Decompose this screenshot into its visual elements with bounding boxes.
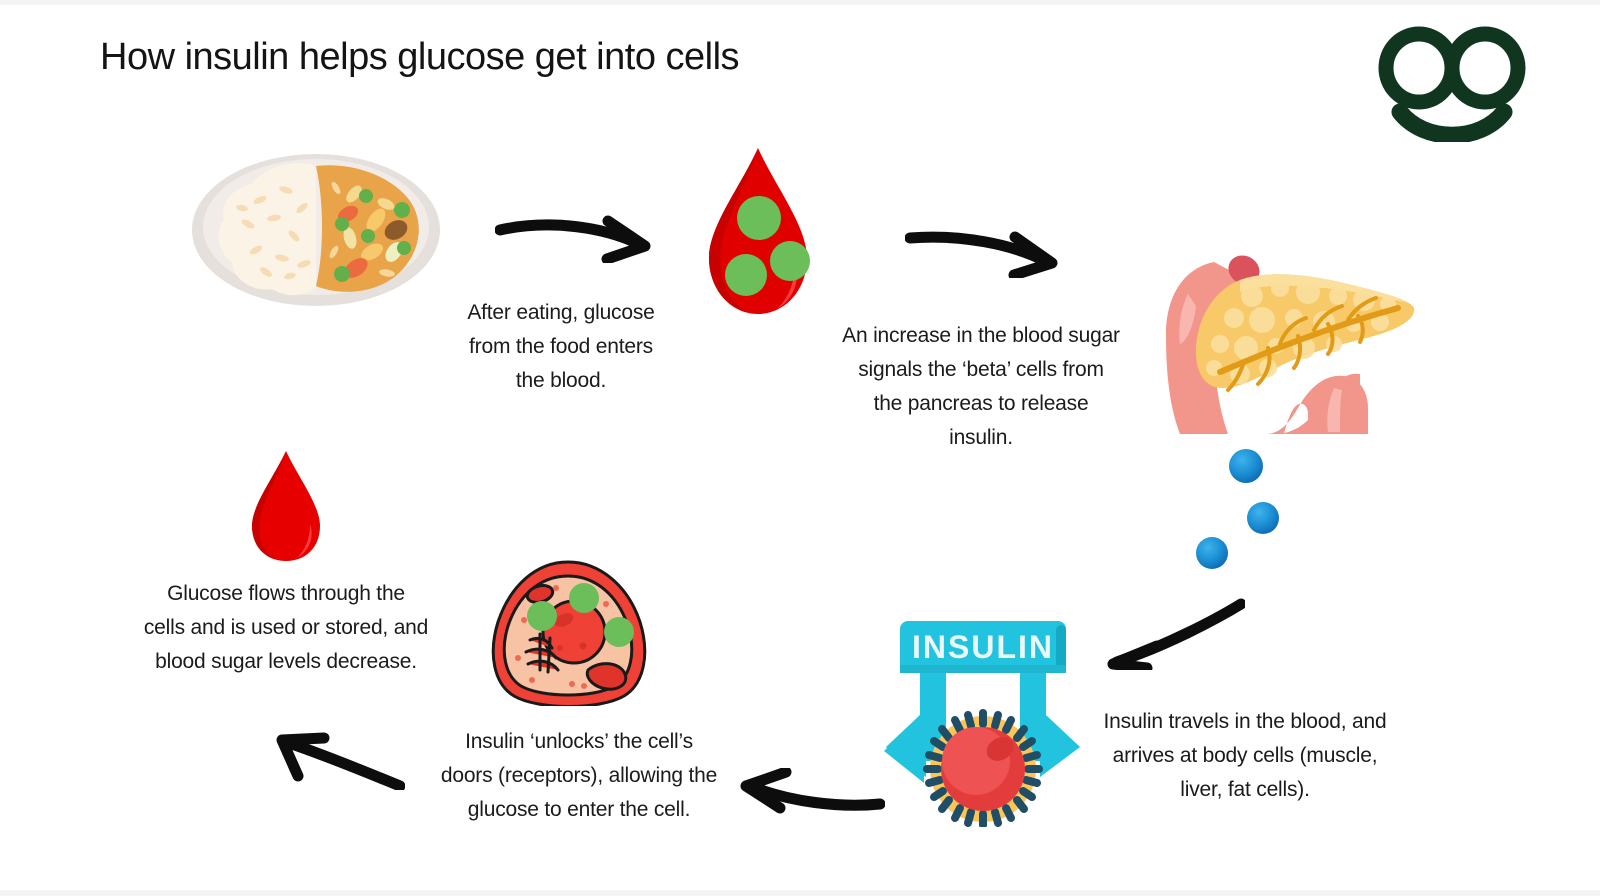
caption-line: doors (receptors), allowing the (440, 764, 718, 787)
arrow-pancreas-to-cell-icon (1105, 598, 1245, 670)
caption-step-4: Insulin travels in the blood, and arrive… (1095, 705, 1395, 807)
insulin-molecule (1196, 537, 1228, 569)
bottom-edge-strip (0, 890, 1600, 896)
caption-step-1: After eating, glucose from the food ente… (450, 296, 672, 398)
caption-line: glucose to enter the cell. (467, 798, 691, 821)
blood-drop-plain-illustration (248, 448, 324, 564)
glucose-molecule (770, 241, 810, 281)
pancreas-illustration (1148, 248, 1416, 438)
insulin-molecules-illustration (1193, 448, 1283, 570)
caption-step-6: Glucose flows through the cells and is u… (132, 577, 440, 679)
caption-line: Insulin travels in the blood, and (1103, 710, 1387, 733)
glucose-molecule (569, 583, 599, 613)
caption-step-2: An increase in the blood sugar signals t… (832, 319, 1130, 455)
smiley-face-logo (1378, 26, 1526, 142)
caption-line: insulin. (949, 426, 1013, 449)
caption-step-5: Insulin ‘unlocks’ the cell’s doors (rece… (428, 725, 730, 827)
caption-line: liver, fat cells). (1180, 778, 1310, 801)
caption-line: Glucose flows through the (167, 582, 405, 605)
caption-line: An increase in the blood sugar (842, 324, 1120, 347)
page-title: How insulin helps glucose get into cells (100, 36, 740, 78)
caption-line: the pancreas to release (873, 392, 1089, 415)
glucose-molecule (527, 601, 557, 631)
glucose-molecule (725, 254, 767, 296)
arrow-cell-to-bloodstream-icon (270, 706, 405, 790)
top-edge-strip (0, 0, 1600, 5)
insulin-key-and-receptor-cell-illustration: INSULIN (878, 611, 1088, 827)
caption-line: After eating, glucose (467, 301, 655, 324)
caption-line: blood sugar levels decrease. (155, 650, 417, 673)
caption-line: arrives at body cells (muscle, (1112, 744, 1378, 767)
blood-drop-with-glucose-illustration (703, 144, 813, 318)
caption-line: signals the ‘beta’ cells from (858, 358, 1104, 381)
glucose-molecule (604, 617, 634, 647)
insulin-molecule (1247, 502, 1279, 534)
caption-line: from the food enters (469, 335, 653, 358)
caption-line: Insulin ‘unlocks’ the cell’s (465, 730, 693, 753)
arrow-food-to-blood-icon (495, 205, 655, 263)
arrow-blood-to-pancreas-icon (905, 220, 1060, 278)
glucose-molecule (737, 196, 781, 240)
insulin-banner-label: INSULIN (912, 629, 1054, 665)
arrow-insulin-to-unlock-icon (740, 768, 885, 818)
insulin-molecule (1229, 449, 1263, 483)
caption-line: the blood. (515, 369, 607, 392)
plate-of-curry-and-rice-illustration (190, 152, 442, 308)
caption-line: cells and is used or stored, and (143, 616, 429, 639)
body-cell-illustration (488, 558, 650, 706)
